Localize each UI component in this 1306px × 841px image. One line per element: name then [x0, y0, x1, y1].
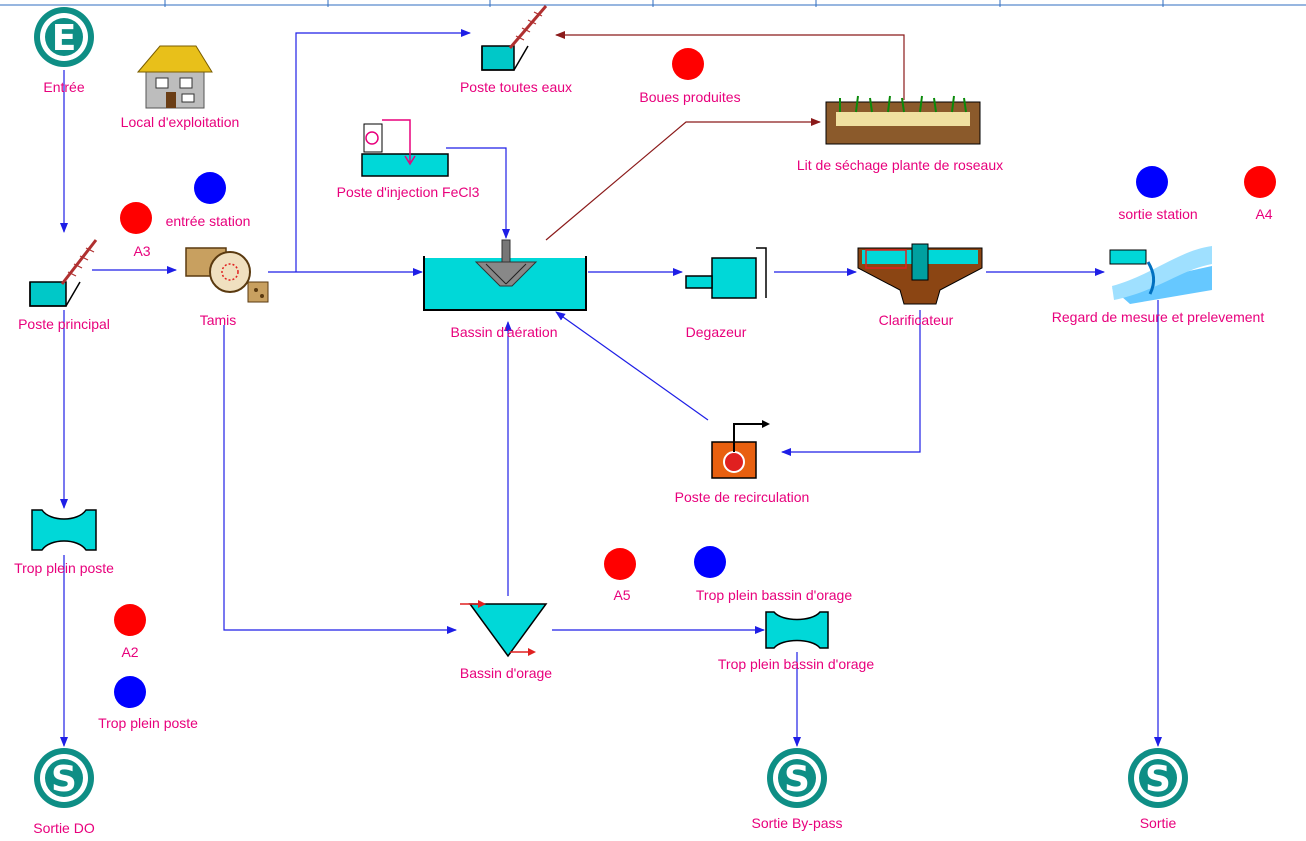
- node-label-sortie: Sortie: [1139, 815, 1177, 831]
- marker-label-a5: A5: [613, 587, 631, 603]
- marker-label-a2: A2: [121, 644, 139, 660]
- terminal-letter: S: [784, 759, 810, 800]
- flow-clarificateur-to-recirculation: [781, 310, 921, 456]
- marker-trop-plein-poste: [114, 676, 146, 708]
- sampling-markers: [114, 48, 1276, 708]
- node-label-poste-principal: Poste principal: [18, 316, 110, 332]
- degasser-icon: [685, 247, 767, 299]
- node-label-bassin-orage: Bassin d'orage: [459, 665, 553, 681]
- terminal-letter: S: [1145, 759, 1171, 800]
- exit-terminal-icon: S: [767, 748, 827, 808]
- marker-boues-produites: [672, 48, 704, 80]
- terminal-letter: S: [51, 759, 77, 800]
- marker-a2: [114, 604, 146, 636]
- node-label-clarificateur: Clarificateur: [878, 312, 954, 328]
- house-icon: [136, 45, 213, 109]
- marker-a5: [604, 548, 636, 580]
- node-label-regard: Regard de mesure et prelevement: [1051, 309, 1265, 325]
- marker-label-entree-station: entrée station: [165, 213, 251, 229]
- node-label-entree: Entrée: [43, 79, 85, 95]
- flow-tamis-to-bassin-orage: [223, 325, 457, 634]
- dosing-pump-icon: [361, 119, 449, 177]
- measurement-channel-icon: [1109, 246, 1212, 304]
- flow-lines: [60, 29, 1162, 747]
- sludge-lines: [545, 31, 905, 241]
- flow-fecl3-to-bassin: [446, 147, 510, 239]
- overflow-weir-icon: [31, 509, 97, 551]
- clarifier-icon: [857, 243, 983, 305]
- node-label-sortie-do: Sortie DO: [33, 820, 95, 836]
- node-label-lit-sechage: Lit de séchage plante de roseaux: [796, 157, 1004, 173]
- flow-recirculation-to-bassin: [555, 311, 709, 421]
- marker-label-a4: A4: [1255, 206, 1273, 222]
- marker-a4: [1244, 166, 1276, 198]
- node-label-bassin-aeration: Bassin d'aération: [450, 324, 558, 340]
- node-label-poste-fecl3: Poste d'injection FeCl3: [336, 184, 480, 200]
- top-ruler-ticks: [0, 0, 1306, 7]
- marker-label-a3: A3: [133, 243, 151, 259]
- exit-terminal-icon: S: [1128, 748, 1188, 808]
- marker-sortie-station: [1136, 166, 1168, 198]
- screen-channel-icon: [29, 239, 98, 307]
- node-label-poste-recirculation: Poste de recirculation: [674, 489, 810, 505]
- exit-terminal-icon: S: [34, 748, 94, 808]
- marker-trop-plein-orage: [694, 546, 726, 578]
- marker-a3: [120, 202, 152, 234]
- node-label-trop-plein-poste: Trop plein poste: [14, 560, 114, 576]
- reed-bed-icon: [825, 95, 981, 145]
- drum-screen-icon: [185, 247, 269, 303]
- node-label-local: Local d'exploitation: [120, 114, 240, 130]
- node-label-tamis: Tamis: [199, 312, 237, 328]
- flow-to-poste-toutes-eaux: [295, 29, 471, 272]
- sludge-bassin-to-lit-sechage: [545, 118, 821, 241]
- marker-label-trop-plein-poste: Trop plein poste: [98, 715, 198, 731]
- aeration-basin-icon: [423, 239, 587, 311]
- marker-entree-station: [194, 172, 226, 204]
- marker-label-boues-produites: Boues produites: [639, 89, 741, 105]
- node-label-degazeur: Degazeur: [685, 324, 747, 340]
- terminal-letter: E: [52, 18, 77, 59]
- marker-label-sortie-station: sortie station: [1118, 206, 1198, 222]
- node-label-poste-toutes-eaux: Poste toutes eaux: [459, 79, 573, 95]
- node-label-trop-plein-orage: Trop plein bassin d'orage: [717, 656, 875, 672]
- overflow-weir-icon: [765, 611, 829, 649]
- sludge-lit-sechage-to-poste-toutes-eaux: [555, 31, 905, 100]
- storm-tank-icon: [460, 600, 548, 658]
- screen-channel-icon: [481, 5, 548, 71]
- pump-station-icon: [711, 420, 770, 479]
- entry-terminal-icon: E: [34, 7, 94, 67]
- node-label-sortie-bypass: Sortie By-pass: [751, 815, 843, 831]
- marker-label-trop-plein-orage: Trop plein bassin d'orage: [695, 587, 853, 603]
